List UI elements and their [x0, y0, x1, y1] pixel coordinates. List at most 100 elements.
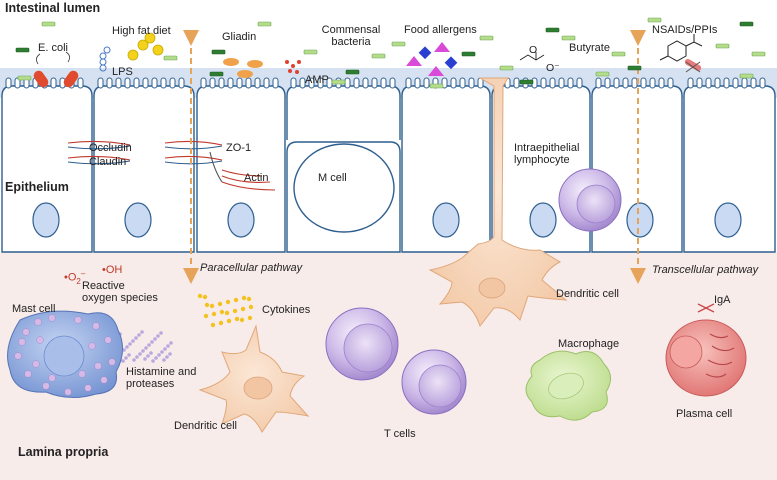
iel-label: Intraepithelial lymphocyte — [514, 142, 580, 166]
bacterium — [209, 71, 224, 77]
microvillus — [595, 77, 602, 89]
mast-cell-granules — [14, 314, 116, 396]
microvillus — [759, 77, 766, 89]
mast-granule — [100, 376, 108, 384]
histamine-dot — [151, 359, 155, 363]
microvillus — [151, 77, 158, 89]
mast-granule — [34, 318, 42, 326]
lamina-region-label: Lamina propria — [18, 445, 109, 459]
histamine-dot — [140, 330, 144, 334]
bacterium — [627, 65, 642, 71]
iga-icon — [697, 303, 715, 313]
microvillus — [77, 77, 84, 89]
bacterium — [41, 21, 56, 27]
gliadin-icon — [223, 58, 263, 78]
microvillus — [344, 77, 351, 89]
ecoli-icon — [33, 51, 79, 88]
t-cell-2-nucleus — [418, 364, 462, 408]
cytokine-dot — [225, 299, 231, 305]
nsaid-pill-icon — [684, 59, 702, 73]
bacterium — [519, 79, 534, 85]
cytokine-dot — [219, 309, 225, 315]
microvillus — [178, 77, 185, 89]
microvillus — [133, 77, 140, 89]
bacterium — [715, 43, 730, 49]
bacterium — [479, 35, 494, 41]
bacterium — [163, 55, 178, 61]
nsaid-molecule-icon — [659, 34, 703, 62]
mast-granule — [18, 338, 26, 346]
epithelium-region-label: Epithelium — [5, 180, 69, 194]
microvillus — [353, 77, 360, 89]
macrophage-nucleus — [548, 372, 584, 400]
microvillus — [732, 77, 739, 89]
cytokine-dot — [211, 311, 217, 317]
mast-granule — [84, 384, 92, 392]
histamine-dot — [128, 342, 132, 346]
microvillus — [558, 77, 565, 89]
lps-label: LPS — [112, 66, 133, 78]
ecoli-label: E. coli — [38, 42, 68, 54]
mast-granule — [48, 314, 56, 322]
microvillus — [124, 77, 131, 89]
fat-droplets-icon — [127, 32, 164, 61]
mast-granule — [22, 328, 30, 336]
dendritic-bottom-label: Dendritic cell — [174, 420, 237, 432]
histamine-dot — [162, 358, 166, 362]
bacterium — [257, 21, 272, 27]
bacterium — [15, 47, 30, 53]
microvillus — [317, 77, 324, 89]
mast-granule — [94, 362, 102, 370]
microvillus — [604, 77, 611, 89]
commensal-bacteria — [15, 17, 766, 89]
histamine-dot — [165, 355, 169, 359]
ros-label: Reactive oxygen species — [82, 280, 158, 304]
ros-oh-label: •OH — [102, 264, 123, 276]
bacterium — [751, 51, 766, 57]
mast-granule — [104, 336, 112, 344]
histamine-dot — [159, 331, 163, 335]
t-cells-label: T cells — [384, 428, 416, 440]
microvillus — [631, 77, 638, 89]
bacterium — [739, 21, 754, 27]
histamine-dot — [168, 352, 172, 356]
histamine-dot — [154, 356, 158, 360]
bacterium — [595, 71, 610, 77]
histamine-dot — [149, 351, 153, 355]
microvillus — [714, 77, 721, 89]
cytokine-dot — [239, 317, 245, 323]
bacterium — [611, 51, 626, 57]
microvillus — [459, 77, 466, 89]
nsaids-label: NSAIDs/PPIs — [652, 24, 718, 36]
cytokine-dot — [210, 322, 216, 328]
microvilli — [5, 77, 766, 89]
microvillus — [687, 77, 694, 89]
histamine-dot — [137, 333, 141, 337]
paracellular-label: Paracellular pathway — [200, 262, 303, 274]
occludin-label: Occludin — [89, 142, 132, 154]
mast-granule — [108, 358, 116, 366]
histamine-dot — [153, 337, 157, 341]
fat-label: High fat diet — [112, 25, 171, 37]
microvillus — [567, 77, 574, 89]
histamine-dot — [127, 353, 131, 357]
cytokine-dot — [217, 301, 223, 307]
histamine-dot — [131, 339, 135, 343]
microvillus — [5, 77, 12, 89]
microvillus — [218, 77, 225, 89]
microvillus — [97, 77, 104, 89]
microvillus — [362, 77, 369, 89]
gliadin-label: Gliadin — [222, 31, 257, 43]
bacterium — [17, 75, 32, 81]
microvillus — [380, 77, 387, 89]
microvillus — [115, 77, 122, 89]
bacterium — [345, 69, 360, 75]
bacterium — [331, 79, 346, 85]
bacterium — [429, 83, 444, 89]
cytokine-dot — [240, 306, 246, 312]
microvillus — [200, 77, 207, 89]
microvillus — [741, 77, 748, 89]
lumen-region-label: Intestinal lumen — [5, 1, 101, 15]
microvillus — [414, 77, 421, 89]
bacterium — [739, 73, 754, 79]
